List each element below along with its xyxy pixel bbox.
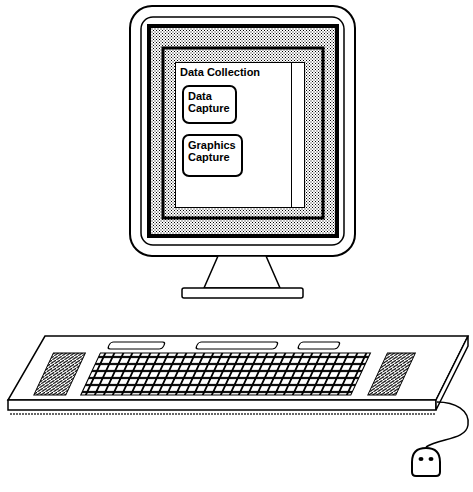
button-label: Data Capture <box>188 90 230 114</box>
capture-button: Data Capture <box>182 85 237 124</box>
button-label: Graphics Capture <box>188 139 236 163</box>
window-panel: Data CollectionData CaptureGraphics Capt… <box>175 62 305 208</box>
capture-button: Graphics Capture <box>182 134 243 177</box>
window-edge-line <box>291 63 292 207</box>
window-title: Data Collection <box>180 66 300 78</box>
